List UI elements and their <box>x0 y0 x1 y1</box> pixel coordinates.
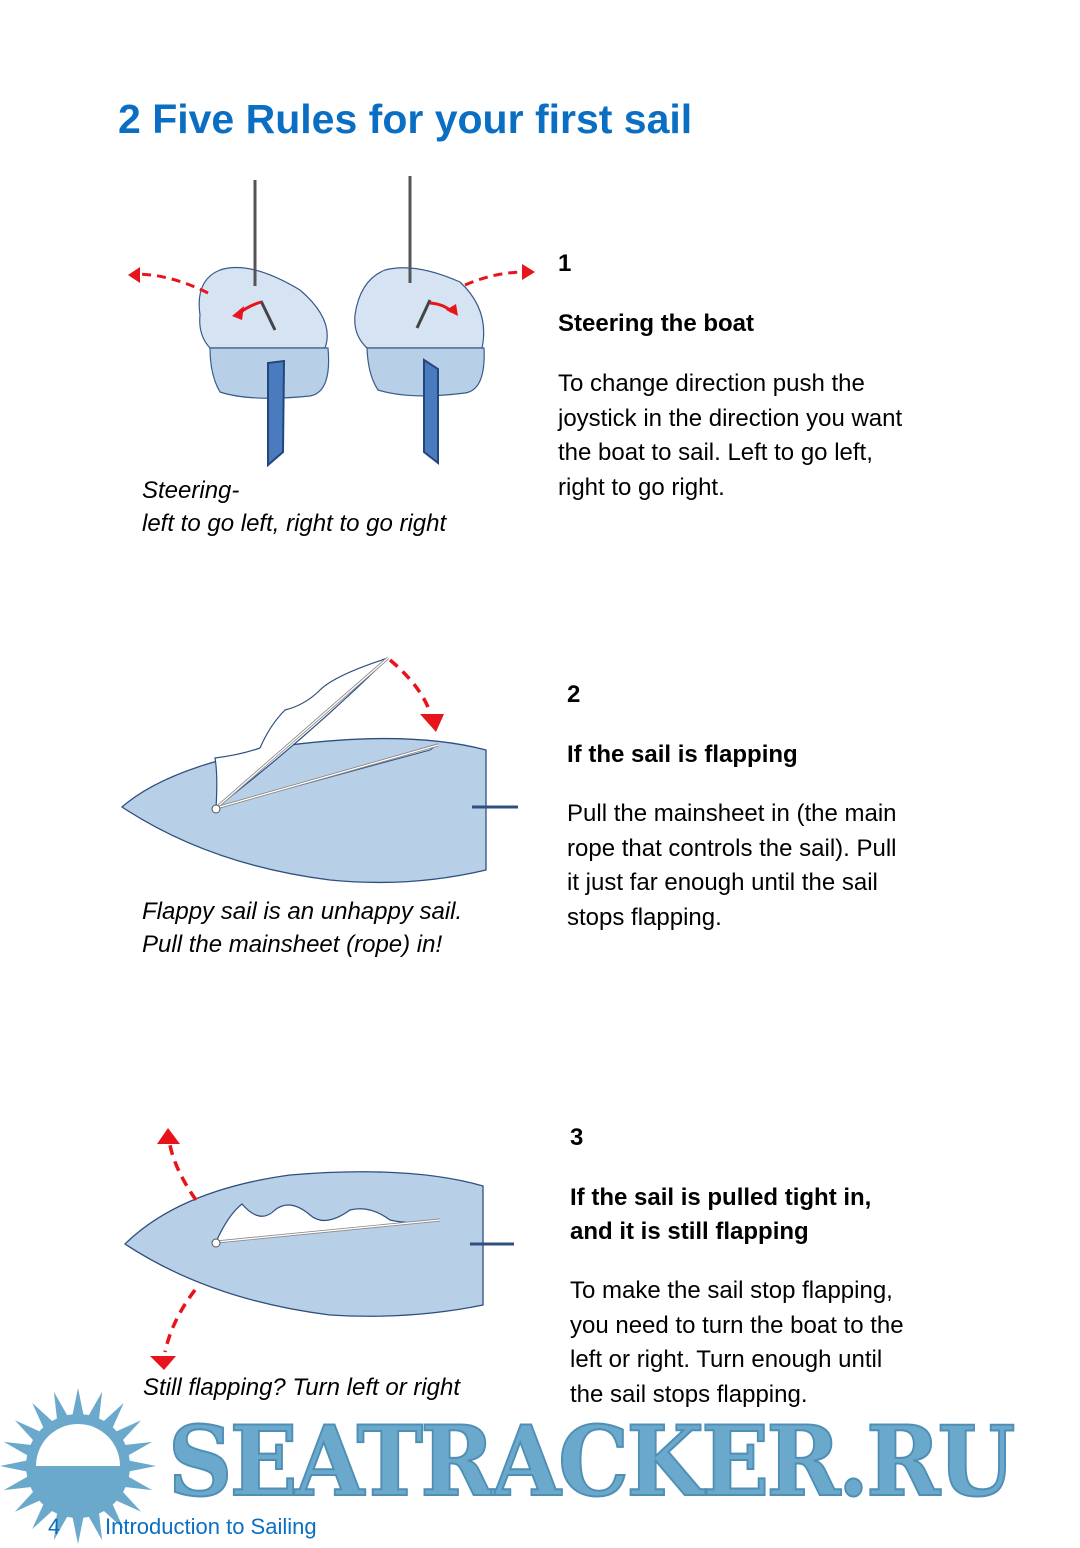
heading-line: If the sail is pulled tight in, <box>570 1184 872 1211</box>
body-line: stops flapping. <box>567 903 722 931</box>
sun-logo-icon <box>0 1388 156 1544</box>
caption-line: Pull the mainsheet (rope) in! <box>142 931 443 958</box>
rule-3-text: 3 If the sail is pulled tight in, and it… <box>570 1121 904 1412</box>
body-line: right to go right. <box>558 473 725 501</box>
body-line: left or right. Turn enough until <box>570 1346 883 1373</box>
flapping-sail-illustration <box>120 656 518 884</box>
sun-ray <box>71 1513 85 1544</box>
sun-ray <box>32 1402 56 1432</box>
rule-body: Pull the mainsheet in (the main rope tha… <box>567 797 897 935</box>
sun-ray <box>32 1500 56 1530</box>
body-line: the boat to sail. Left to go left, <box>558 439 873 466</box>
sun-ray <box>86 1509 103 1541</box>
body-line: Pull the mainsheet in (the main <box>567 800 897 827</box>
sun-ray <box>0 1459 31 1473</box>
boat-stern-left <box>128 180 330 468</box>
body-line: To change direction push the <box>558 370 865 397</box>
turn-boat-illustration <box>123 1128 514 1370</box>
rule-2-caption: Flappy sail is an unhappy sail. Pull the… <box>142 895 462 961</box>
sun-ray <box>100 1500 124 1530</box>
sun-ray <box>3 1474 35 1491</box>
sun-ray <box>53 1391 70 1423</box>
sun-ray <box>71 1388 85 1419</box>
sun-ray <box>100 1402 124 1432</box>
sun-ray <box>14 1420 44 1444</box>
body-line: rope that controls the sail). Pull <box>567 834 897 862</box>
rule-1-text: 1 Steering the boat To change direction … <box>558 247 902 505</box>
rule-number: 3 <box>570 1124 584 1151</box>
body-line: the sail stops flapping. <box>570 1380 808 1408</box>
sun-ray <box>121 1441 153 1458</box>
rule-heading: If the sail is pulled tight in, and it i… <box>570 1181 904 1249</box>
rule-heading: Steering the boat <box>558 310 755 337</box>
rule-body: To make the sail stop flapping, you need… <box>570 1274 904 1412</box>
steering-illustration <box>128 176 535 468</box>
sun-ray <box>125 1459 156 1473</box>
body-line: joystick in the direction you want <box>558 404 903 432</box>
sun-ray <box>86 1391 103 1423</box>
caption-line: Steering- <box>142 477 240 504</box>
rule-1-caption: Steering- left to go left, right to go r… <box>142 474 446 540</box>
page-title: 2 Five Rules for your first sail <box>118 96 693 142</box>
rule-number: 1 <box>558 250 572 277</box>
heading-line: and it is still flapping <box>570 1218 809 1245</box>
footer-section-title: Introduction to Sailing <box>105 1514 317 1539</box>
sun-ray <box>112 1488 142 1512</box>
sun-ray <box>112 1420 142 1444</box>
sun-ray <box>53 1509 70 1541</box>
watermark-text: SEATRACKER.RU <box>167 1405 1016 1518</box>
boat-stern-right <box>354 176 535 466</box>
body-line: it just far enough until the sail <box>567 869 878 896</box>
rule-number: 2 <box>567 681 581 708</box>
body-line: you need to turn the boat to the <box>570 1311 904 1339</box>
page-number: 4 <box>48 1514 61 1539</box>
rule-2-text: 2 If the sail is flapping Pull the mains… <box>567 678 897 935</box>
rule-heading: If the sail is flapping <box>567 741 798 768</box>
sun-ray <box>3 1441 35 1458</box>
rule-body: To change direction push the joystick in… <box>558 367 902 505</box>
rule-3-caption: Still flapping? Turn left or right <box>143 1374 461 1401</box>
sun-ray <box>121 1474 153 1491</box>
caption-line: left to go left, right to go right <box>142 510 447 537</box>
body-line: To make the sail stop flapping, <box>570 1277 893 1304</box>
sun-ray <box>14 1488 44 1512</box>
caption-line: Flappy sail is an unhappy sail. <box>142 898 463 925</box>
